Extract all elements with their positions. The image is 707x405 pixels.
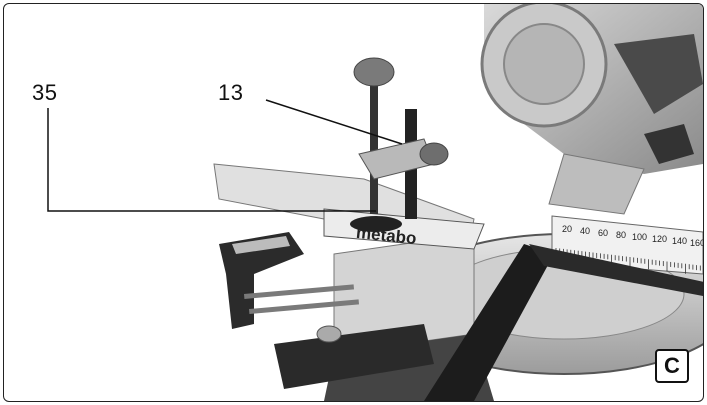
scale-tick-label: 40 bbox=[580, 226, 590, 236]
scale-tick-label: 140 bbox=[672, 236, 687, 246]
figure-frame: 20 40 60 80 100 120 140 160 metabo 35 13… bbox=[3, 3, 704, 402]
motor-housing bbox=[614, 34, 703, 114]
miter-arm bbox=[424, 244, 554, 401]
figure-letter-badge: C bbox=[655, 349, 689, 383]
saw-photo: 20 40 60 80 100 120 140 160 bbox=[47, 4, 703, 401]
scale-tick-label: 80 bbox=[616, 230, 626, 240]
callout-label-left: 35 bbox=[32, 80, 58, 105]
clamp-screw bbox=[370, 84, 378, 214]
support-grip bbox=[219, 232, 304, 329]
base-foot bbox=[274, 324, 434, 389]
callout-line-13 bbox=[265, 99, 403, 145]
scale-tick-label: 120 bbox=[652, 234, 667, 244]
scale-tick-label: 100 bbox=[632, 232, 647, 242]
clamp-pad bbox=[350, 216, 402, 232]
callout-line-35 bbox=[47, 108, 376, 212]
scale-tick-label: 20 bbox=[562, 224, 572, 234]
scale-tick-label: 160 bbox=[690, 238, 703, 248]
scale-tick-label: 60 bbox=[598, 228, 608, 238]
clamp-knob bbox=[353, 57, 395, 87]
callout-label-right: 13 bbox=[218, 80, 244, 105]
